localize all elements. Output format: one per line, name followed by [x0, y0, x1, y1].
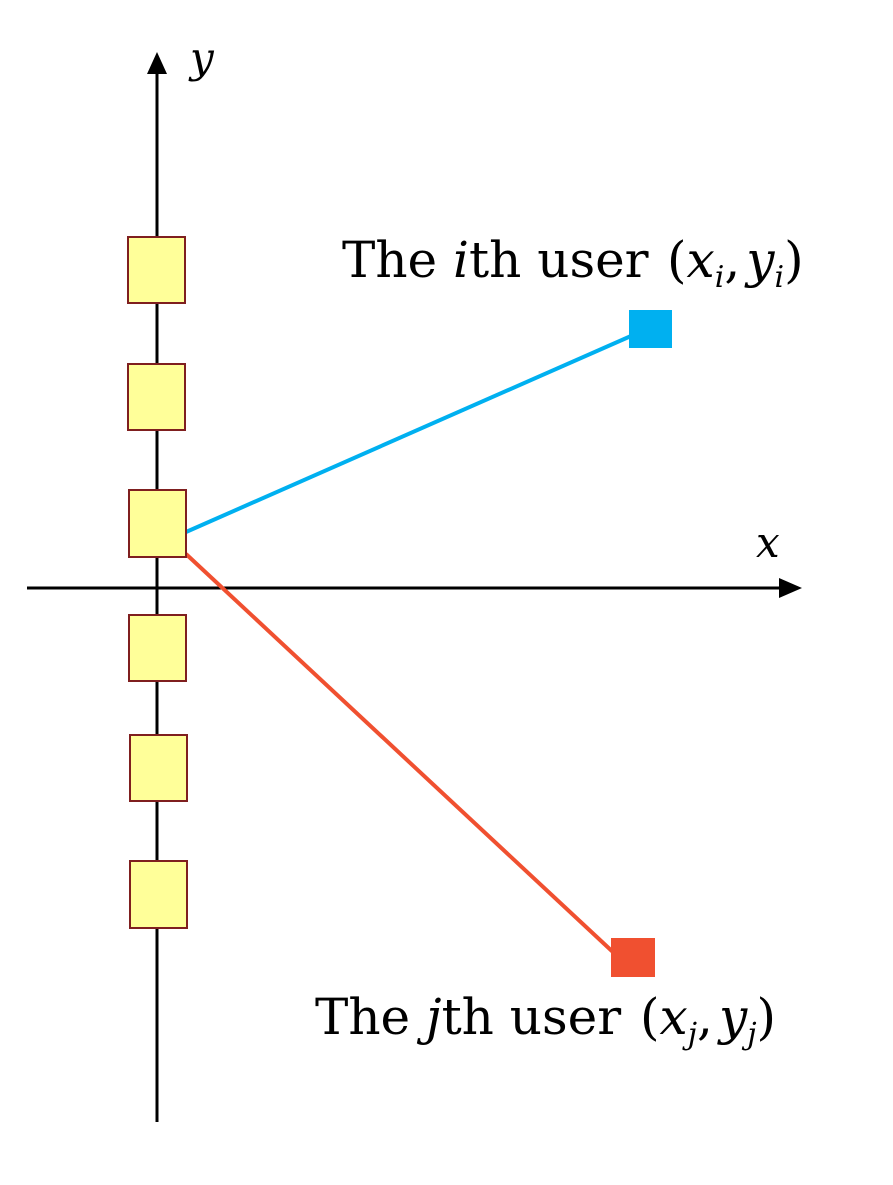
user-j-label: The jth user	[315, 988, 621, 1046]
x-axis-label: x	[756, 518, 780, 567]
y-axis-arrowhead	[147, 52, 167, 74]
antenna-element	[127, 236, 186, 304]
antenna-element	[127, 363, 186, 431]
y-axis-label: y	[188, 33, 215, 82]
antenna-element	[129, 734, 188, 802]
x-axis-arrowhead	[779, 578, 802, 598]
antenna-element	[128, 614, 187, 682]
antenna-element	[129, 860, 188, 929]
user-i-coordinates: (xi,yi)	[667, 231, 804, 295]
user-j-coordinates: (xj,yj)	[640, 988, 776, 1052]
user-j-marker	[611, 938, 655, 977]
user-i-label: The ith user	[342, 231, 649, 289]
user-i-marker	[629, 310, 672, 348]
antenna-element	[128, 489, 187, 558]
link-user-j	[184, 552, 616, 955]
link-user-i	[185, 334, 632, 534]
antenna-array	[127, 236, 188, 929]
